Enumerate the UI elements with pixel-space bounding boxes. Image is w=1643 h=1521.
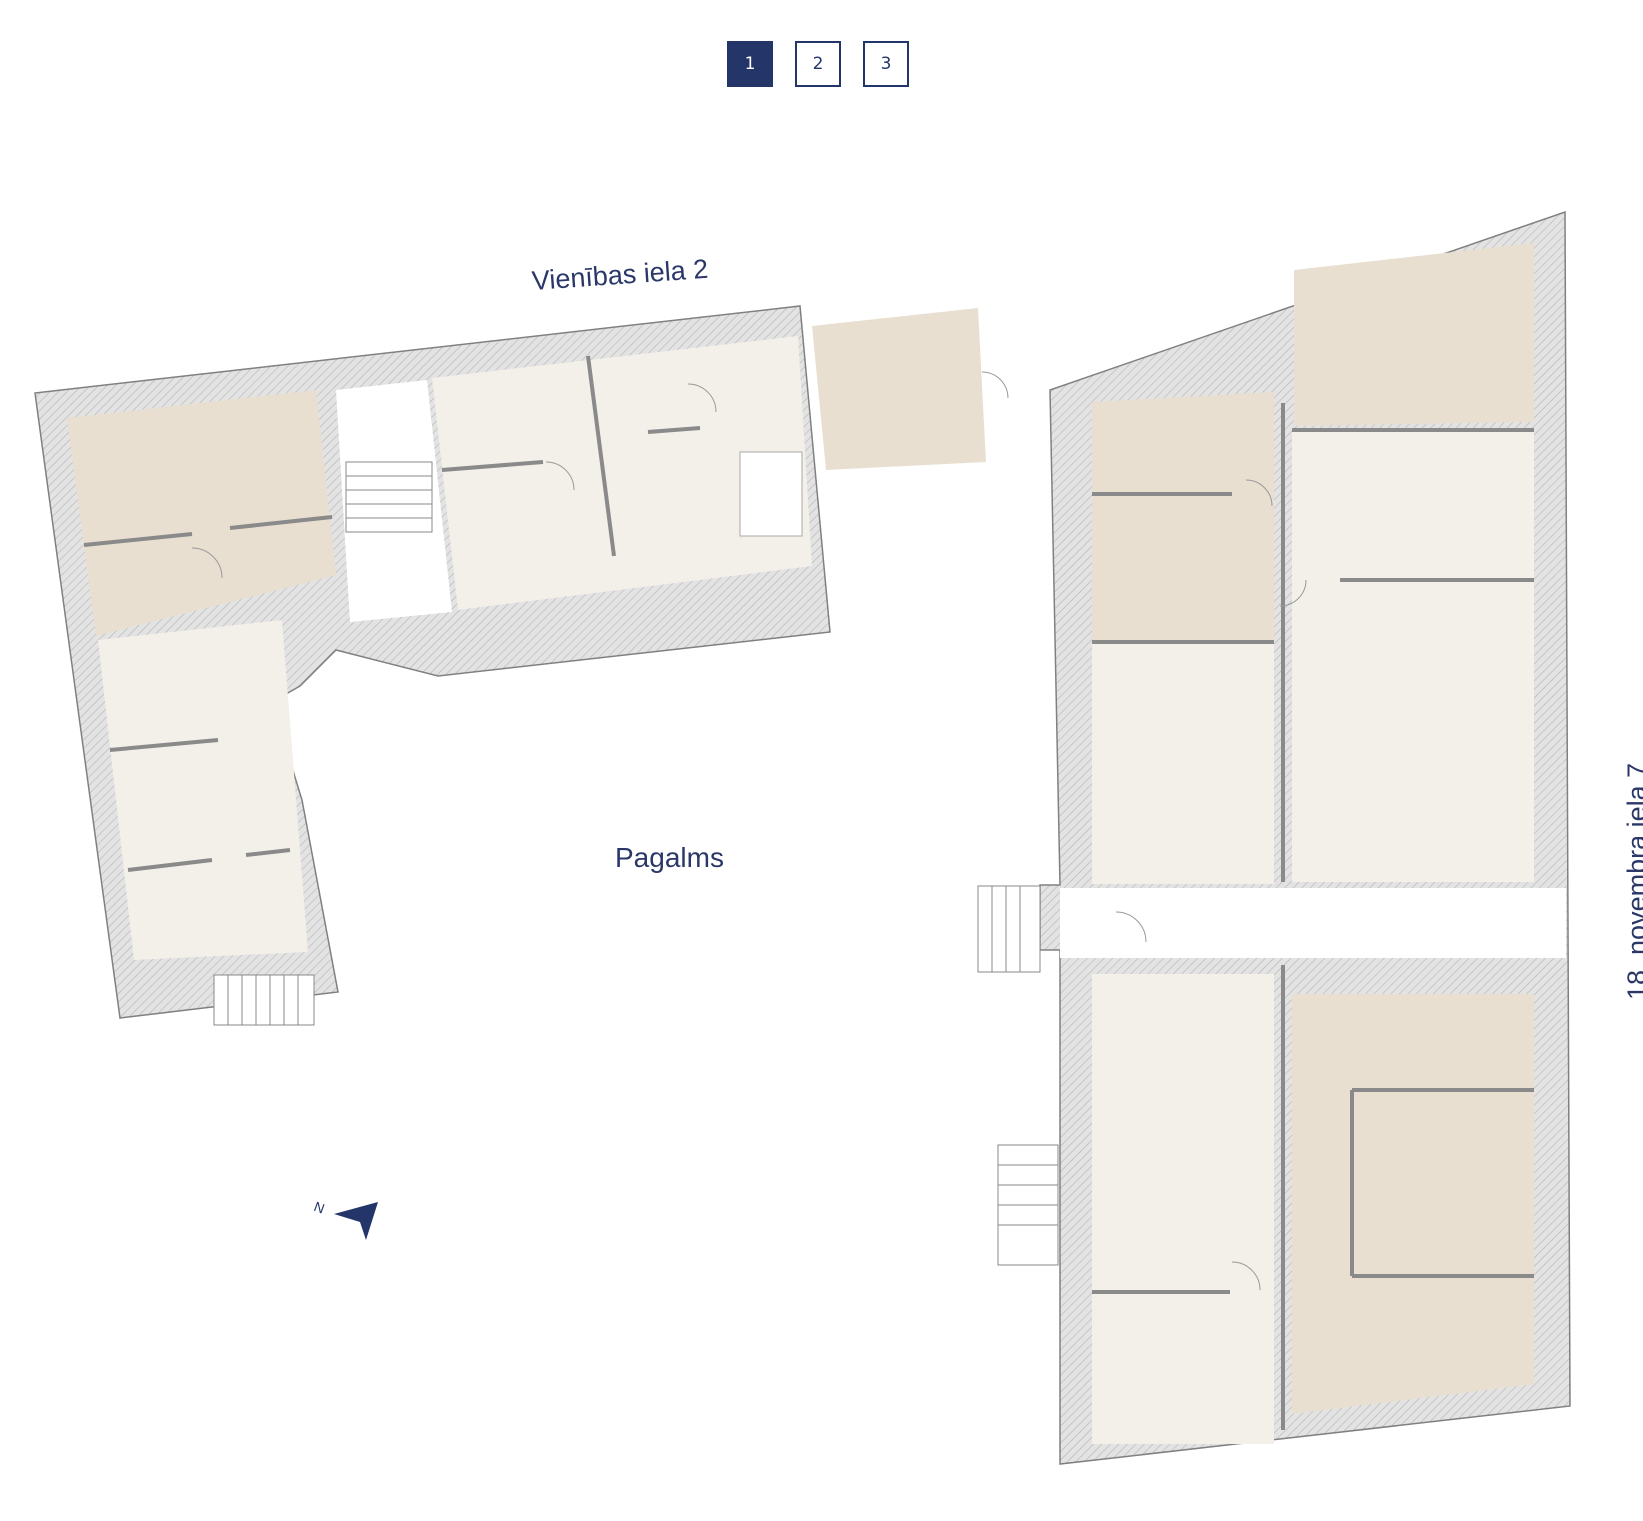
unit-right-mid-right[interactable] [1292, 430, 1534, 882]
unit-right-lower-left[interactable] [1092, 974, 1274, 1444]
stairs-courtyard-right [997, 1144, 1059, 1266]
door-swings [191, 371, 1307, 1291]
street-label-right: 18. novembra iela 7 [1622, 763, 1643, 1000]
unit-right-top[interactable] [1294, 243, 1534, 426]
north-arrow-icon: N [312, 1196, 382, 1250]
stairs-left-hall [345, 461, 433, 533]
unit-left-lower[interactable] [98, 620, 308, 960]
corridor-right [1060, 888, 1566, 958]
stair-right-middle [739, 451, 803, 537]
steps-courtyard-entry [977, 885, 1041, 973]
unit-right-lower-right[interactable] [1292, 994, 1534, 1414]
partition-walls [83, 355, 1534, 1430]
unit-top-small[interactable] [812, 308, 986, 470]
unit-right-upper-left[interactable] [1092, 392, 1274, 640]
floor-tab-3[interactable]: 3 [863, 41, 909, 87]
unit-middle[interactable] [432, 336, 812, 610]
unit-right-mid-left[interactable] [1092, 644, 1274, 884]
floor-tab-1[interactable]: 1 [727, 41, 773, 87]
courtyard-label: Pagalms [615, 842, 724, 873]
floor-tab-2[interactable]: 2 [795, 41, 841, 87]
unit-top-left[interactable] [67, 390, 336, 636]
floor-selector: 1 2 3 [727, 41, 909, 87]
stairs-bottom-left [213, 974, 315, 1026]
north-letter: N [312, 1198, 327, 1216]
